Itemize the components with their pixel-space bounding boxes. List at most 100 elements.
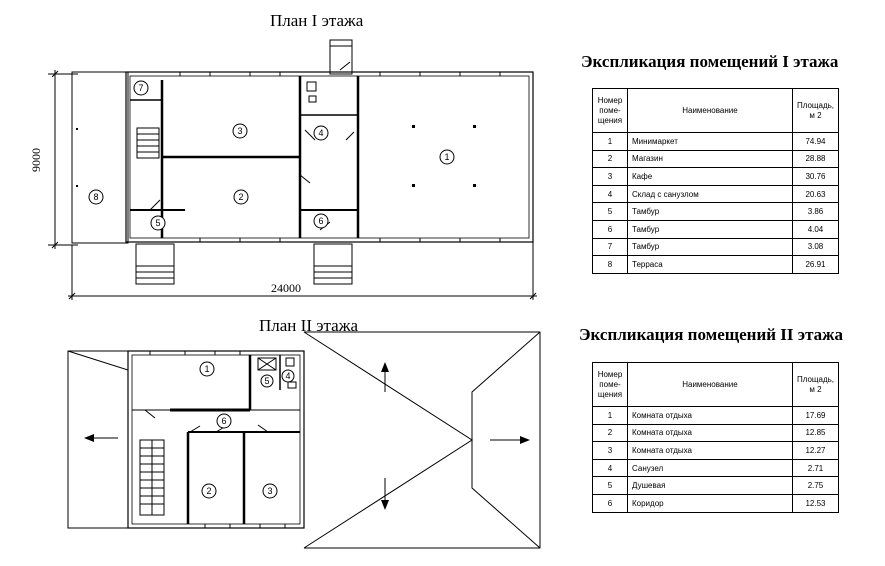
cell-name: Тамбур: [627, 219, 793, 239]
table-header-row: Номер поме- щения Наименование Площадь, …: [592, 362, 840, 407]
dimension-height: 9000: [29, 148, 43, 172]
explication2-table: Номер поме- щения Наименование Площадь, …: [592, 362, 840, 513]
cell-area: 26.91: [791, 255, 840, 274]
room-tag-8: 8: [88, 189, 104, 205]
cell-name: Душевая: [627, 476, 793, 495]
dimension-width: 24000: [271, 281, 301, 295]
room-tag-label: 6: [221, 416, 226, 426]
explication1-title: Экспликация помещений I этажа: [581, 52, 839, 71]
floor2-plan-title: План II этажа: [259, 316, 358, 335]
header-num-line: поме-: [599, 379, 621, 389]
floor1-plan-title: План I этажа: [270, 11, 364, 30]
room-tag-label: 2: [238, 192, 243, 202]
header-num-line: Номер: [597, 95, 623, 105]
explication1-table: Номер поме- щения Наименование Площадь, …: [592, 88, 840, 274]
room-tag-7: 7: [133, 80, 149, 96]
header-num-line: поме-: [599, 105, 621, 115]
room-tag-label: 4: [318, 128, 323, 138]
cell-area: 3.86: [791, 202, 840, 221]
cell-num: 1: [592, 406, 628, 425]
header-name: Наименование: [627, 88, 793, 133]
cell-num: 4: [592, 458, 628, 478]
cell-area: 30.76: [791, 167, 840, 186]
room-tag-3: 3: [232, 123, 248, 139]
room-tag-1: 1: [439, 149, 455, 165]
cell-area: 2.71: [791, 458, 840, 478]
cell-name: Комната отдыха: [627, 406, 793, 425]
header-num-line: Номер: [597, 369, 623, 379]
cell-name: Минимаркет: [627, 132, 793, 151]
room-tag-label: 3: [237, 126, 242, 136]
header-name: Наименование: [627, 362, 793, 407]
cell-name: Комната отдыха: [627, 441, 793, 460]
cell-name: Терраса: [627, 255, 793, 274]
header-num: Номер поме- щения: [592, 88, 628, 133]
cell-name: Тамбур: [627, 202, 793, 221]
cell-name: Склад с санузлом: [627, 184, 793, 204]
header-area: Площадь, м 2: [791, 88, 840, 133]
room-tag-label: 2: [206, 486, 211, 496]
header-area-line: м 2: [809, 110, 822, 120]
cell-num: 4: [592, 184, 628, 204]
cell-num: 6: [592, 493, 628, 513]
explication2-title: Экспликация помещений II этажа: [579, 325, 843, 344]
header-num: Номер поме- щения: [592, 362, 628, 407]
cell-num: 5: [592, 476, 628, 495]
cell-area: 74.94: [791, 132, 840, 151]
cell-name: Кафе: [627, 167, 793, 186]
room-tag-label: 5: [155, 218, 160, 228]
room-tag-1: 1: [199, 361, 215, 377]
cell-num: 8: [592, 255, 628, 274]
cell-num: 7: [592, 237, 628, 257]
room-tag-5: 5: [150, 215, 166, 231]
cell-name: Коридор: [627, 493, 793, 513]
cell-num: 1: [592, 132, 628, 151]
cell-name: Тамбур: [627, 237, 793, 257]
room-tag-label: 6: [318, 216, 323, 226]
room-tag-4: 4: [281, 369, 295, 383]
cell-area: 4.04: [791, 219, 840, 239]
cell-name: Комната отдыха: [627, 423, 793, 443]
room-tag-6: 6: [313, 213, 329, 229]
table-header-row: Номер поме- щения Наименование Площадь, …: [592, 88, 840, 133]
cell-name: Магазин: [627, 149, 793, 169]
room-tag-label: 8: [93, 192, 98, 202]
cell-area: 20.63: [791, 184, 840, 204]
cell-num: 2: [592, 149, 628, 169]
room-tag-label: 1: [204, 364, 209, 374]
cell-num: 3: [592, 167, 628, 186]
cell-num: 3: [592, 441, 628, 460]
cell-area: 3.08: [791, 237, 840, 257]
room-tag-5: 5: [260, 374, 274, 388]
cell-area: 12.27: [791, 441, 840, 460]
cell-num: 2: [592, 423, 628, 443]
room-tag-label: 3: [267, 486, 272, 496]
header-num-line: щения: [597, 115, 623, 125]
header-area: Площадь, м 2: [791, 362, 840, 407]
room-tag-2: 2: [201, 483, 217, 499]
room-tag-3: 3: [262, 483, 278, 499]
room-tag-label: 4: [285, 371, 290, 381]
room-tag-6: 6: [216, 413, 232, 429]
header-area-line: м 2: [809, 384, 822, 394]
cell-num: 5: [592, 202, 628, 221]
cell-area: 28.88: [791, 149, 840, 169]
cell-area: 17.69: [791, 406, 840, 425]
header-area-line: Площадь,: [796, 374, 834, 384]
cell-area: 2.75: [791, 476, 840, 495]
